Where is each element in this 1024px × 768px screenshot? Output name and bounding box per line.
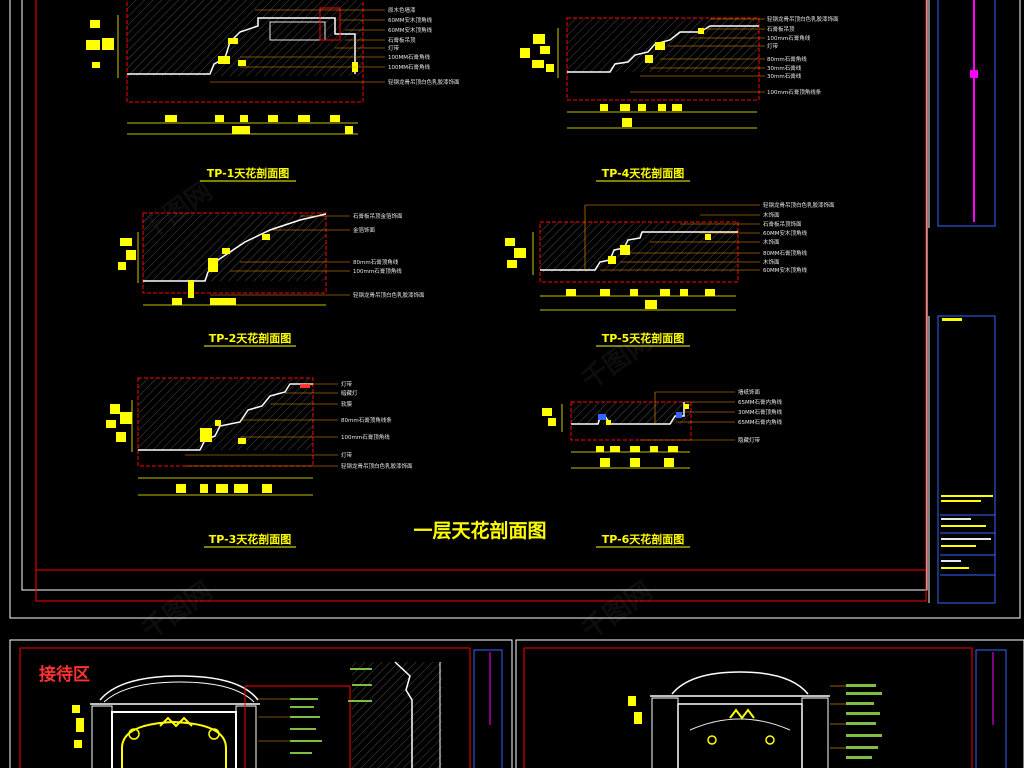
tp3-label-0: 灯带	[341, 380, 353, 388]
tp1-label-3: 石膏板吊顶	[388, 36, 416, 44]
tp5-title: TP-5天花剖面图	[602, 331, 685, 345]
tp4-label-5: 30mm石膏线	[767, 64, 802, 72]
tp6-title: TP-6天花剖面图	[602, 532, 685, 546]
tp3-label-6: 轻钢龙骨吊顶白色乳胶漆饰面	[341, 462, 413, 470]
drawing-main-title: 一层天花剖面图	[413, 519, 546, 542]
tp3-label-2: 软膜	[341, 400, 353, 408]
section-tp4: 轻钢龙骨吊顶白色乳胶漆饰面 石膏板吊顶 100mm石膏角线 灯带 80mm石膏角…	[520, 15, 839, 182]
tp1-label-5: 100MM石膏角线	[388, 53, 430, 61]
tp3-label-4: 100mm石膏顶角线	[341, 433, 390, 441]
tp1-label-6: 100MM石膏角线	[388, 63, 430, 71]
section-tp6: 墙纸饰面 65MM石膏内角线 30MM石膏顶角线 65MM石膏内角线 隐藏灯带 …	[542, 388, 782, 548]
tp3-label-3: 80mm石膏顶角线条	[341, 416, 392, 424]
tp6-label-1: 65MM石膏内角线	[738, 398, 782, 406]
tp4-label-2: 100mm石膏角线	[767, 34, 811, 42]
tp1-label-0: 原木色墙漆	[388, 6, 416, 14]
tp5-label-4: 木饰面	[763, 238, 780, 246]
top-sheet-frame	[9, 0, 1021, 619]
tp3-label-5: 灯带	[341, 451, 353, 459]
tp1-label-1: 60MM安木顶角线	[388, 16, 432, 24]
tp3-label-1: 暗藏灯	[341, 389, 358, 397]
bottom-right-sheet	[515, 639, 1024, 768]
section-box	[539, 221, 739, 283]
tp4-title: TP-4天花剖面图	[602, 166, 685, 180]
tp6-label-4: 隐藏灯带	[738, 436, 761, 444]
tp1-title: TP-1天花剖面图	[207, 166, 290, 180]
tp5-label-2: 石膏板吊顶饰面	[763, 220, 802, 228]
tp6-label-3: 65MM石膏内角线	[738, 418, 782, 426]
tp2-label-0: 石膏板吊顶金箔饰面	[353, 212, 403, 220]
section-box	[126, 0, 364, 103]
section-tp3: 灯带 暗藏灯 软膜 80mm石膏顶角线条 100mm石膏顶角线 灯带 轻钢龙骨吊…	[106, 377, 413, 548]
section-box	[142, 212, 327, 294]
tp5-label-1: 木饰面	[763, 211, 780, 219]
zone-label: 接待区	[39, 664, 90, 685]
watermark-text: 千图网	[577, 576, 658, 645]
tp5-label-6: 木饰面	[763, 258, 780, 266]
tp5-label-0: 轻钢龙骨吊顶白色乳胶漆饰面	[763, 201, 835, 209]
watermark-text: 千图网	[137, 576, 218, 645]
top-sheet-inner-frame	[21, 0, 928, 591]
tp1-label-7: 轻钢龙骨吊顶白色乳胶漆饰面	[388, 78, 460, 86]
tp5-label-7: 60MM安木顶角线	[763, 266, 807, 274]
tp2-title: TP-2天花剖面图	[209, 331, 292, 345]
tp1-label-2: 60MM安木顶角线	[388, 26, 432, 34]
section-tp1: 原木色墙漆 60MM安木顶角线 60MM安木顶角线 石膏板吊顶 灯带 100MM…	[86, 0, 460, 182]
tp6-label-2: 30MM石膏顶角线	[738, 408, 782, 416]
tp2-label-1: 金箔饰面	[353, 226, 376, 234]
tp4-label-4: 80mm石膏角线	[767, 55, 807, 63]
title-block-lower	[928, 315, 996, 604]
tp4-label-1: 石膏板吊顶	[767, 25, 795, 33]
tp4-label-0: 轻钢龙骨吊顶白色乳胶漆饰面	[767, 15, 839, 23]
tp1-label-4: 灯带	[388, 44, 400, 52]
bottom-left-sheet: 接待区	[9, 639, 513, 768]
section-tp5: 轻钢龙骨吊顶白色乳胶漆饰面 木饰面 石膏板吊顶饰面 60MM安木顶角线 木饰面 …	[505, 201, 835, 347]
tp2-label-3: 100mm石膏顶角线	[353, 267, 402, 275]
tp3-title: TP-3天花剖面图	[209, 532, 292, 546]
section-tp2: 石膏板吊顶金箔饰面 金箔饰面 80mm石膏顶角线 100mm石膏顶角线 轻钢龙骨…	[118, 212, 425, 347]
top-sheet-red-border	[35, 0, 927, 602]
tp4-label-6: 30mm石膏线	[767, 72, 802, 80]
tp4-label-3: 灯带	[767, 42, 779, 50]
tp5-label-5: 80MM石膏顶角线	[763, 249, 807, 257]
title-block-upper	[928, 0, 996, 228]
tp6-label-0: 墙纸饰面	[738, 388, 761, 396]
tp5-label-3: 60MM安木顶角线	[763, 229, 807, 237]
tp2-label-2: 80mm石膏顶角线	[353, 258, 399, 266]
tp2-label-4: 轻钢龙骨吊顶白色乳胶漆饰面	[353, 291, 425, 299]
section-box	[566, 17, 760, 101]
section-box	[570, 401, 692, 441]
tp4-label-7: 100mm石膏顶角线条	[767, 88, 822, 96]
